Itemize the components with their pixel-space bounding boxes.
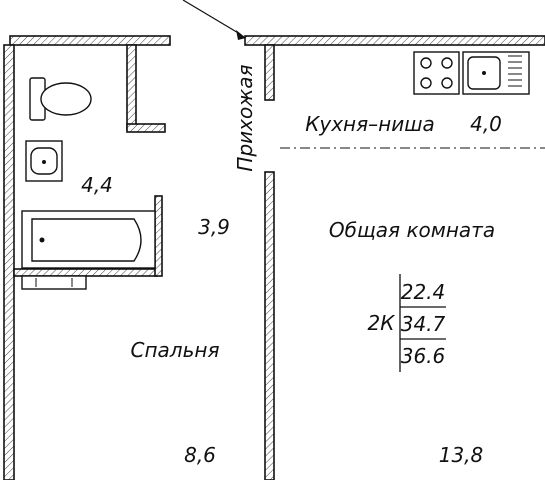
bathroom-right-wall <box>154 195 163 277</box>
bedroom-area: 8,6 <box>184 443 216 467</box>
entrance-pointer-arrow <box>236 30 246 40</box>
bathtub-icon <box>21 210 156 269</box>
total-area-value: 36.6 <box>401 344 446 368</box>
hallway-area: 3,9 <box>198 215 230 239</box>
net-area-value: 34.7 <box>401 312 446 336</box>
living-area-value: 22.4 <box>401 280 446 304</box>
bath-wall-vertical <box>126 44 137 131</box>
bathroom-area: 4,4 <box>81 173 113 197</box>
bathroom-bottom-wall <box>13 268 158 277</box>
area-summary-table: 2К 22.4 34.7 36.6 <box>368 274 446 372</box>
hallway-label: Прихожая <box>233 64 257 171</box>
sink-icon <box>25 140 63 182</box>
living-room-area: 13,8 <box>439 443 484 467</box>
kitchen-area: 4,0 <box>470 112 502 136</box>
bedroom-label: Спальня <box>131 338 220 362</box>
apartment-type: 2К <box>368 311 396 335</box>
kitchen-sink-icon <box>462 51 530 95</box>
kitchen-label: Кухня–ниша <box>305 112 435 136</box>
top-wall-right <box>244 35 545 46</box>
living-room-label: Общая комната <box>329 218 495 242</box>
walls <box>3 35 545 480</box>
top-wall-left <box>9 35 171 46</box>
partition-lower <box>264 171 275 480</box>
stove-icon <box>413 51 460 95</box>
left-wall <box>3 44 15 480</box>
entrance-pointer-line <box>182 0 241 35</box>
bath-wall-return <box>126 123 166 133</box>
washing-machine-icon <box>21 275 87 290</box>
partition-upper <box>264 44 275 101</box>
toilet-icon <box>29 77 92 121</box>
